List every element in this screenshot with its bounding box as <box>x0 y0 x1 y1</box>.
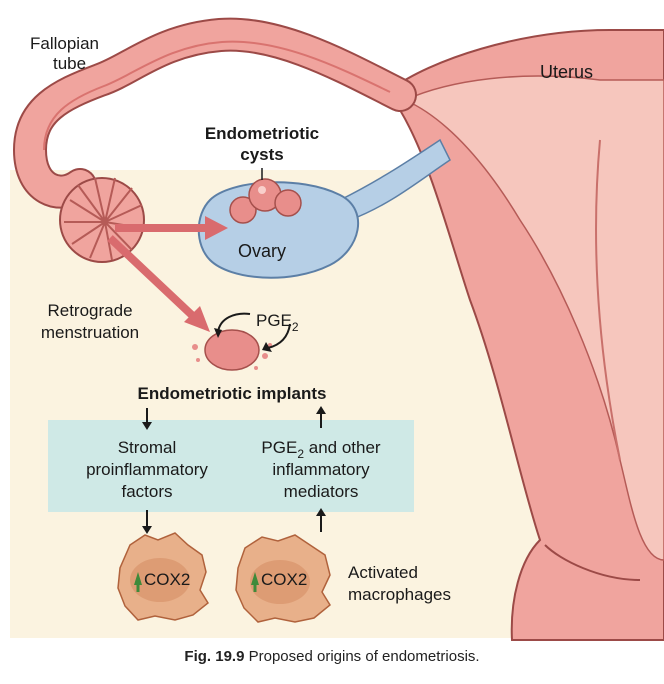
endometriotic-cysts <box>229 178 302 224</box>
pge2-arrowhead-a <box>214 328 222 338</box>
label-tube: tube <box>53 54 86 73</box>
label-fallopian: Fallopian <box>30 34 99 53</box>
label-mediators-1: PGE2 and other <box>261 438 380 461</box>
retrograde-arrows <box>107 216 228 332</box>
arrow-down-2 <box>142 526 152 534</box>
label-activated: Activated <box>348 563 418 582</box>
arrow-up-1 <box>316 406 326 414</box>
cox2-up-icon-left <box>134 572 142 592</box>
label-cysts-1: Endometriotic <box>205 124 319 143</box>
label-ovary: Ovary <box>238 241 286 261</box>
label-macrophages: macrophages <box>348 585 451 604</box>
label-mediators-2: inflammatory <box>272 460 370 479</box>
label-mediators-3: mediators <box>284 482 359 501</box>
label-retrograde-2: menstruation <box>41 323 139 342</box>
macrophage-right <box>235 534 331 623</box>
label-implants: Endometriotic implants <box>138 384 327 403</box>
uterus <box>388 29 664 641</box>
arrow-up-2 <box>316 508 326 516</box>
label-stromal-1: Stromal <box>118 438 177 457</box>
label-stromal-2: proinflammatory <box>86 460 208 479</box>
ovarian-ligament <box>338 138 451 221</box>
label-stromal-3: factors <box>121 482 172 501</box>
fimbriae <box>59 177 145 263</box>
flow-arrows <box>146 408 322 532</box>
arrow-down-1 <box>142 422 152 430</box>
endometriotic-implant <box>192 329 272 371</box>
fallopian-tube <box>12 17 417 209</box>
cox2-up-icon-right <box>251 572 259 592</box>
label-retrograde-1: Retrograde <box>47 301 132 320</box>
figure-number: Fig. 19.9 <box>184 648 245 665</box>
figure-caption: Fig. 19.9 Proposed origins of endometrio… <box>0 648 664 665</box>
pge2-arrow-out <box>217 312 251 333</box>
label-cysts-2: cysts <box>240 145 283 164</box>
mediator-box <box>48 420 414 512</box>
label-cox2-right: COX2 <box>261 570 307 589</box>
label-uterus: Uterus <box>540 62 593 82</box>
label-pge2: PGE2 <box>256 311 299 334</box>
macrophage-left <box>117 532 209 621</box>
pge2-arrowhead-b <box>262 342 272 352</box>
pge2-arrow-in <box>267 323 291 349</box>
label-cox2-left: COX2 <box>144 570 190 589</box>
figure-caption-text: Proposed origins of endometriosis. <box>244 648 480 665</box>
